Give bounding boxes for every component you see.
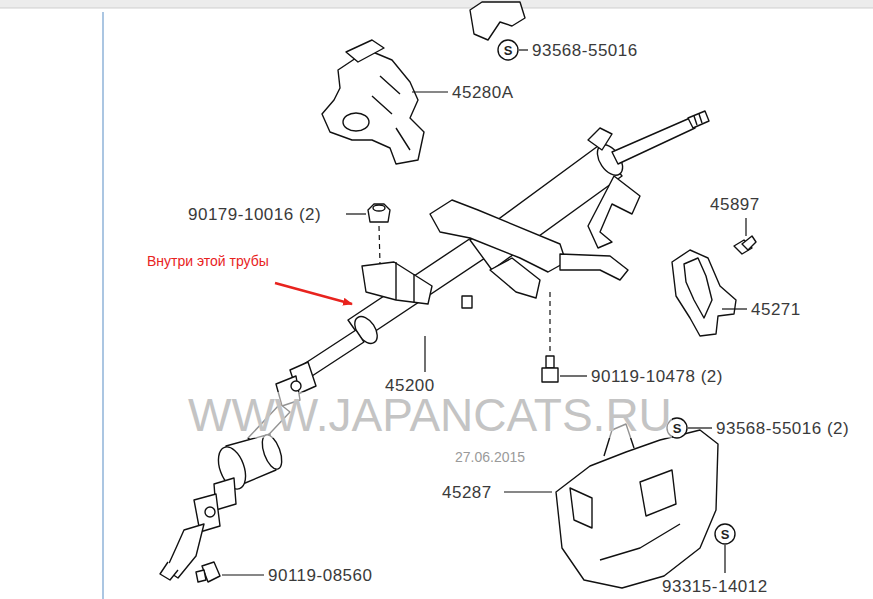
- part-number: 45280A: [452, 84, 514, 101]
- part-number: 93315-14012: [662, 578, 768, 595]
- part-number: 45897: [710, 196, 760, 213]
- watermark-date: 27.06.2015: [455, 450, 525, 464]
- part-number: 93568-55016 (2): [716, 420, 849, 437]
- part-number: 90119-08560: [268, 567, 372, 584]
- symbol-letter: S: [504, 44, 513, 57]
- part-number: 90179-10016 (2): [188, 206, 321, 223]
- symbol-letter: S: [673, 422, 682, 435]
- symbol-letter: S: [721, 528, 730, 541]
- part-number: 45287: [442, 484, 492, 501]
- part-number: 45271: [751, 301, 801, 318]
- part-number: 93568-55016: [532, 42, 638, 59]
- watermark: WWW.JAPANCATS.RU: [188, 392, 672, 438]
- part-number: 90119-10478 (2): [591, 368, 723, 385]
- annotation-note: Внутри этой трубы: [147, 254, 269, 268]
